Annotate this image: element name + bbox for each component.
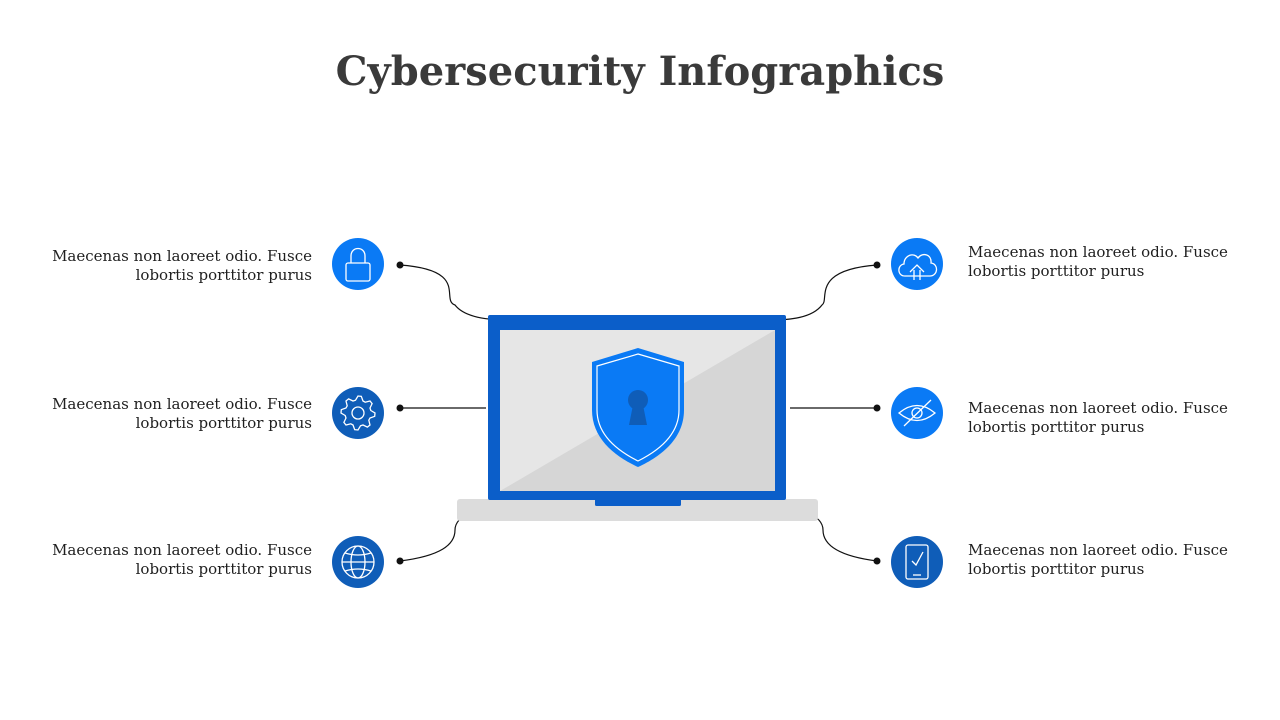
icon-gear [332,387,384,439]
cloud-upload-icon [898,253,938,280]
shield-keyhole-icon [592,348,684,467]
connector-dot [396,404,404,412]
label-line1: Maecenas non laoreet odio. Fusce [968,399,1228,417]
page-title: Cybersecurity Infographics [335,48,945,95]
label-line1: Maecenas non laoreet odio. Fusce [52,541,312,559]
connector-cloud [769,264,878,321]
label-line2: lobortis porttitor purus [135,414,312,432]
label-phone: Maecenas non laoreet odio. Fusce loborti… [968,541,1258,579]
label-line1: Maecenas non laoreet odio. Fusce [52,247,312,265]
icon-lock [332,238,384,290]
label-lock: Maecenas non laoreet odio. Fusce loborti… [22,247,312,285]
icon-eye [891,387,943,439]
label-line2: lobortis porttitor purus [135,560,312,578]
gear-icon [340,395,376,431]
connector-lock [399,264,509,321]
eye-slash-icon [897,399,937,427]
laptop-notch [595,499,681,506]
label-line2: lobortis porttitor purus [135,266,312,284]
connector-dot [873,404,881,412]
label-cloud: Maecenas non laoreet odio. Fusce loborti… [968,243,1258,281]
connector-dot [396,557,404,565]
icon-cloud [891,238,943,290]
icon-globe [332,536,384,588]
laptop [457,315,818,521]
connector-dot [873,261,881,269]
label-line1: Maecenas non laoreet odio. Fusce [968,243,1228,261]
label-line1: Maecenas non laoreet odio. Fusce [52,395,312,413]
label-line1: Maecenas non laoreet odio. Fusce [968,541,1228,559]
connector-dot [873,557,881,565]
connector-dots [396,261,881,565]
connector-dot [396,261,404,269]
icon-phone [891,536,943,588]
lock-icon [345,247,371,282]
label-globe: Maecenas non laoreet odio. Fusce loborti… [22,541,312,579]
phone-check-icon [905,544,929,580]
label-line2: lobortis porttitor purus [968,560,1145,578]
label-eye: Maecenas non laoreet odio. Fusce loborti… [968,399,1258,437]
label-line2: lobortis porttitor purus [968,262,1145,280]
label-gear: Maecenas non laoreet odio. Fusce loborti… [22,395,312,433]
globe-icon [341,545,375,579]
label-line2: lobortis porttitor purus [968,418,1145,436]
laptop-base [457,499,818,521]
